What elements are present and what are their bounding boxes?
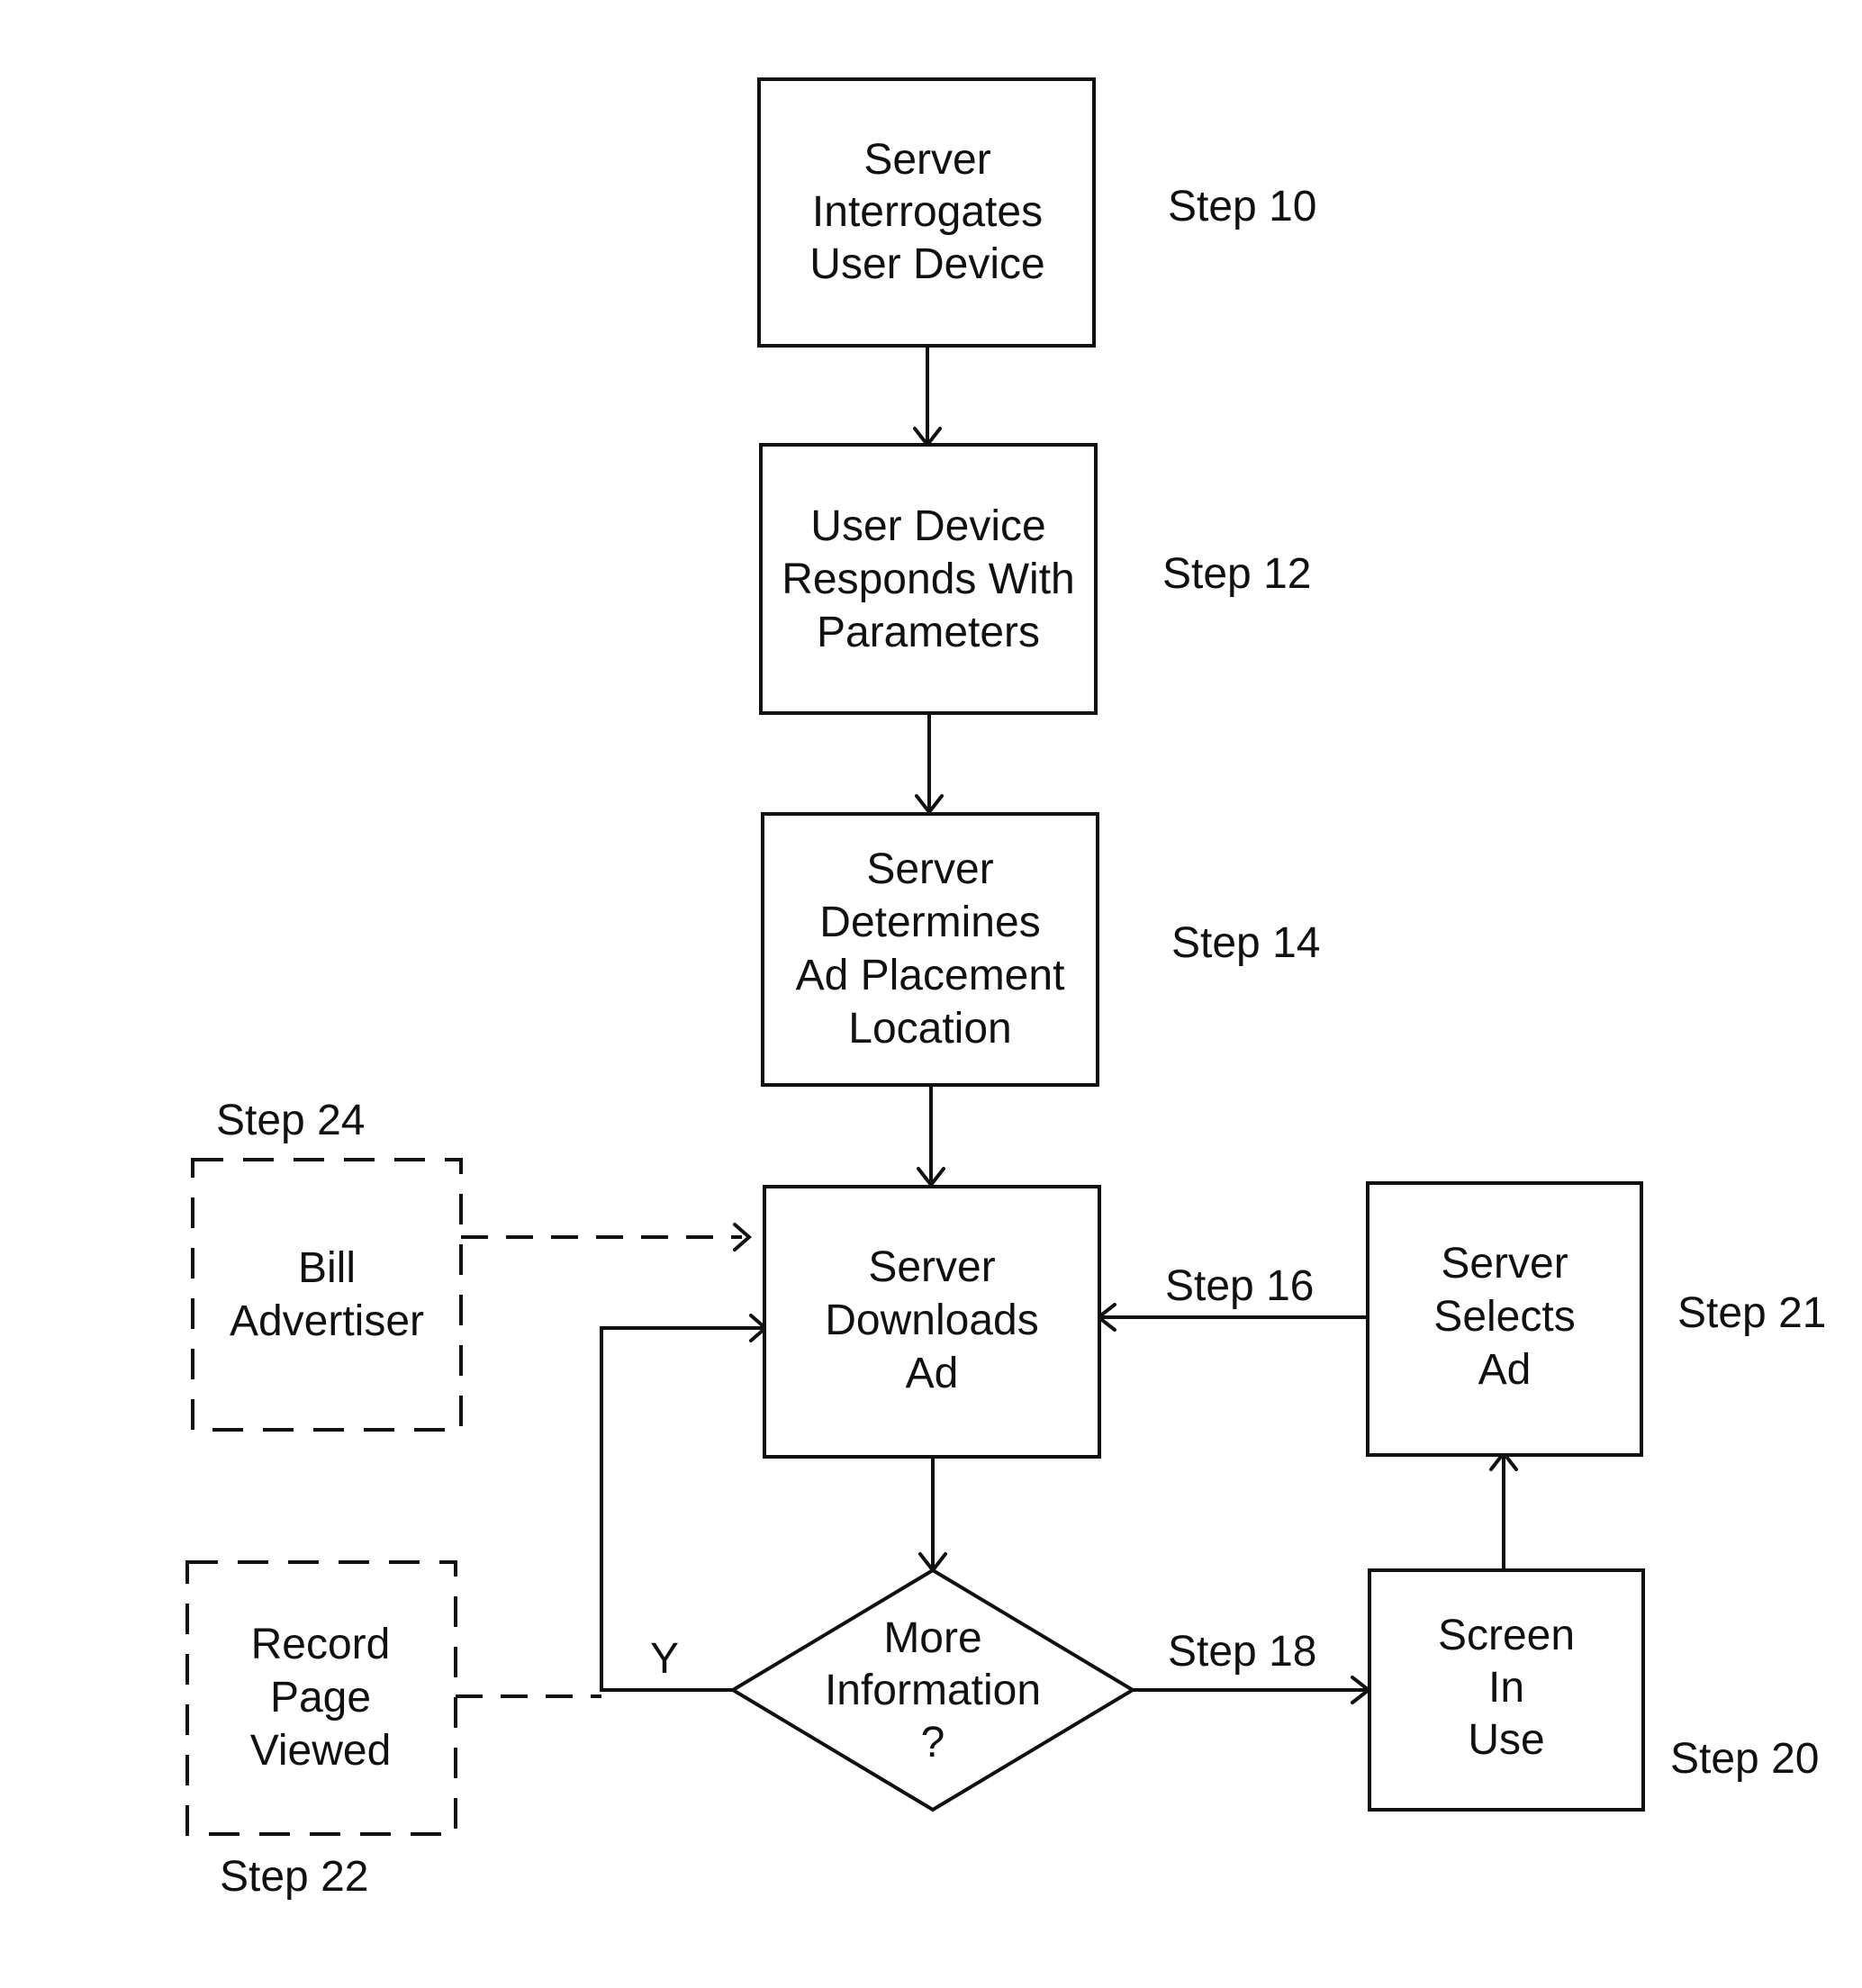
step-label: Step 20: [1670, 1735, 1819, 1783]
node-text-line: Record: [251, 1621, 391, 1668]
node-text-line: Page: [270, 1674, 371, 1721]
node-text-line: Determines: [819, 899, 1040, 946]
step-label: Step 16: [1165, 1262, 1314, 1310]
node-text-line: Server: [863, 136, 990, 184]
step-label: Step 14: [1171, 919, 1320, 967]
yes-label: Y: [650, 1635, 679, 1683]
arrow-screen-to-selects: [1491, 1453, 1516, 1568]
node-text-line: User Device: [809, 240, 1044, 288]
node-text-line: Information: [825, 1667, 1041, 1714]
node-text-line: Bill: [298, 1244, 356, 1292]
arrow-step10-to-step12: [915, 344, 940, 445]
node-text-line: Interrogates: [812, 188, 1043, 236]
arrow-step14-to-download: [918, 1083, 944, 1185]
node-text-line: Ad: [906, 1350, 959, 1397]
node-text-line: User Device: [810, 502, 1045, 550]
node-text-line: Ad: [1478, 1346, 1532, 1394]
node-text-line: Server: [868, 1243, 995, 1291]
node-step10: Server Interrogates User Device: [759, 79, 1094, 346]
step-label: Step 10: [1168, 183, 1316, 230]
dashed-arrow-bill-to-download: [461, 1224, 749, 1250]
step-label: Step 12: [1162, 550, 1311, 598]
node-text-line: Server: [1441, 1240, 1568, 1288]
node-text-line: More: [883, 1614, 981, 1662]
step-label: Step 21: [1677, 1289, 1826, 1337]
node-step14: Server Determines Ad Placement Location: [763, 814, 1098, 1085]
node-text-line: Ad Placement: [796, 952, 1065, 999]
node-text-line: ?: [921, 1719, 945, 1767]
node-text-line: Screen: [1438, 1612, 1575, 1659]
arrow-step12-to-step14: [917, 711, 942, 812]
node-text-line: Selects: [1433, 1293, 1575, 1341]
node-server-downloads-ad: Server Downloads Ad: [764, 1187, 1099, 1457]
node-step20: Screen In Use: [1369, 1570, 1643, 1810]
node-step21: Server Selects Ad: [1368, 1183, 1641, 1455]
step-label: Step 22: [220, 1853, 368, 1901]
node-step24-bill-advertiser: Bill Advertiser: [193, 1160, 461, 1430]
node-step12: User Device Responds With Parameters: [761, 445, 1096, 713]
node-text-line: Location: [848, 1005, 1011, 1053]
arrow-download-to-decision: [920, 1455, 945, 1570]
node-text-line: Responds With: [782, 556, 1074, 603]
node-text-line: In: [1488, 1664, 1524, 1712]
node-text-line: Viewed: [250, 1727, 392, 1775]
node-step22-record-page-viewed: Record Page Viewed: [187, 1562, 456, 1834]
arrow-yes-loop: [601, 1315, 765, 1690]
node-text-line: Downloads: [825, 1297, 1038, 1344]
node-text-line: Use: [1468, 1716, 1544, 1764]
node-decision-more-information: More Information ?: [733, 1570, 1133, 1810]
arrow-decision-to-screen: [1133, 1677, 1369, 1703]
node-text-line: Server: [866, 845, 993, 893]
step-label: Step 18: [1168, 1628, 1316, 1676]
node-text-line: Parameters: [817, 609, 1040, 656]
optional-process-box: [193, 1160, 461, 1430]
node-text-line: Advertiser: [230, 1297, 424, 1345]
step-label: Step 24: [216, 1097, 365, 1144]
